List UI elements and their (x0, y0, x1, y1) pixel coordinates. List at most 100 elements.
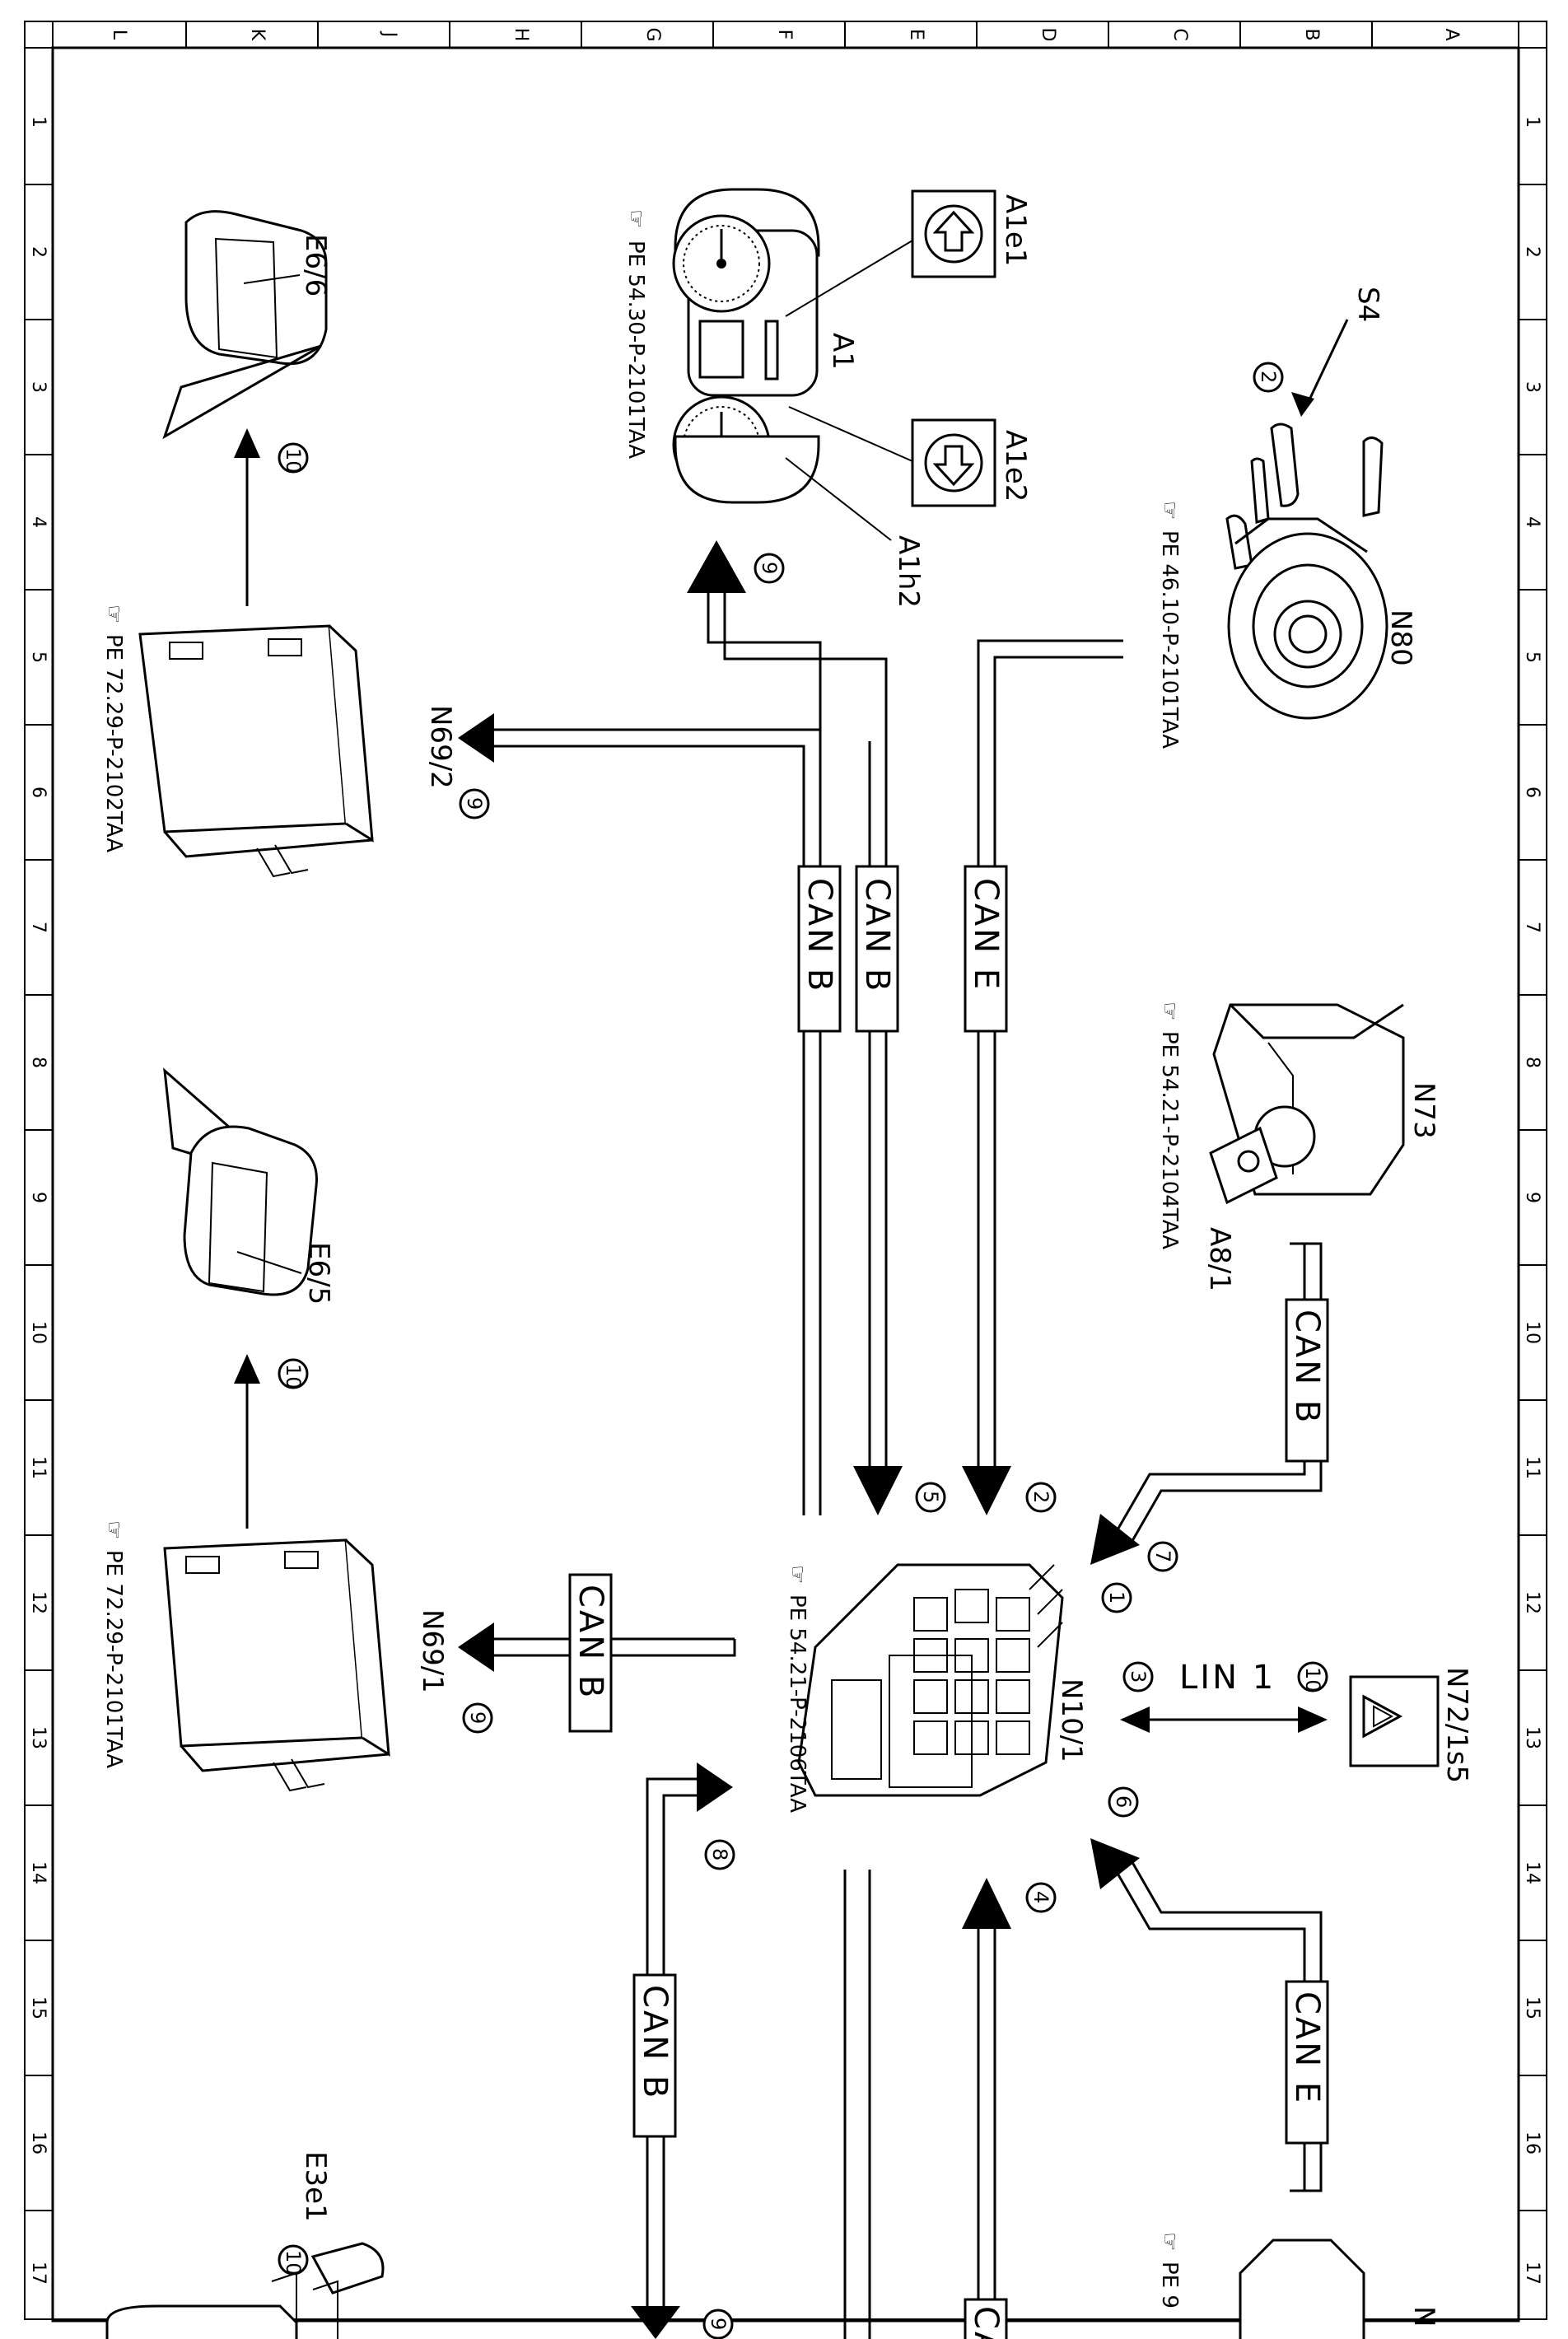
row-16-left: 16 (28, 2131, 49, 2155)
row-11-left: 11 (28, 1456, 49, 1479)
row-14-left: 14 (28, 1861, 49, 1884)
step-9-marker-a: 9 (754, 553, 785, 584)
col-F: F (774, 30, 795, 40)
row-5-left: 5 (28, 651, 49, 663)
n80-label: N80 (1384, 609, 1417, 666)
svg-text:CAN E: CAN E (967, 878, 1005, 992)
a8-1-label: A8/1 (1203, 1227, 1236, 1291)
e6-6-label: E6/6 (299, 234, 332, 296)
svg-text:8: 8 (708, 1848, 731, 1860)
e6-5-label: E6/5 (302, 1242, 335, 1305)
a1-label: A1 (826, 333, 859, 370)
step-3-marker: 3 (1122, 1661, 1154, 1692)
svg-text:2: 2 (1257, 371, 1280, 383)
svg-text:3: 3 (1127, 1670, 1150, 1683)
col-G: G (642, 27, 663, 41)
a1e1-label: A1e1 (999, 194, 1032, 266)
n10-1-ref-text: PE 54.21-P-2106TAA (785, 1594, 810, 1813)
step-10-marker-d: 10 (282, 2250, 305, 2276)
row-1-left: 1 (28, 116, 49, 128)
a1-instrument-cluster: A1 (672, 188, 859, 504)
step-10-marker-c: 10 (1297, 1661, 1328, 1692)
n80-ref-text: PE 46.10-P-2101TAA (1157, 530, 1182, 749)
partial-component-bottom-right: ☞ PE 9 N (1157, 2232, 1440, 2339)
a1e2-label: A1e2 (999, 430, 1032, 502)
row-5-right: 5 (1522, 651, 1542, 663)
n72-1s5-label: N72/1s5 (1440, 1667, 1473, 1783)
can-b-line-down: CAN B (631, 1762, 733, 2339)
svg-text:9: 9 (463, 797, 486, 810)
row-numbers-left: 1 2 3 4 5 6 7 8 9 10 11 12 13 14 15 16 1… (28, 116, 49, 2285)
n69-2-ref-text: PE 72.29-P-2102TAA (101, 634, 126, 852)
row-9-left: 9 (28, 1192, 49, 1203)
col-A: A (1441, 28, 1462, 40)
bus-label-can-b-2: CAN B (855, 865, 899, 1033)
can-b-line-to-n10 (853, 741, 903, 1515)
e6-5-mirror: E6/5 (163, 1067, 335, 1305)
can-b-line-to-n69-2 (458, 713, 822, 1515)
svg-text:9: 9 (707, 2318, 730, 2330)
row-17-right: 17 (1522, 2262, 1542, 2285)
n80-steering-column-module: N80 (1225, 423, 1417, 720)
step-4-marker: 4 (1025, 1882, 1057, 1913)
a1h2-label: A1h2 (892, 535, 925, 608)
row-8-left: 8 (28, 1057, 49, 1068)
svg-text:10: 10 (282, 448, 305, 474)
a1-ref-icon: ☞ (623, 209, 648, 228)
bus-label-can-e-1: CAN E (964, 865, 1008, 1033)
svg-text:CA: CA (967, 2306, 1005, 2339)
e3e1-lamp: E3e1 10 (105, 2151, 385, 2339)
step-5-marker: 5 (915, 1482, 946, 1513)
svg-text:10: 10 (1301, 1667, 1324, 1692)
lin1-label: LIN 1 (1179, 1659, 1276, 1697)
step-6-marker: 6 (1108, 1786, 1139, 1818)
n69-2-ref-icon: ☞ (101, 605, 126, 623)
col-H: H (511, 28, 531, 42)
svg-text:9: 9 (466, 1711, 489, 1724)
s4-label: S4 (1351, 287, 1384, 322)
step-10-marker-b: 10 (234, 1354, 309, 1529)
svg-text:CAN B: CAN B (636, 1985, 674, 2100)
column-dividers (185, 21, 1373, 48)
n80-ref: ☞ PE 46.10-P-2101TAA (1157, 501, 1182, 749)
row-12-left: 12 (28, 1591, 49, 1614)
col-L: L (109, 30, 129, 40)
svg-text:1: 1 (1105, 1591, 1128, 1604)
svg-text:10: 10 (282, 1364, 305, 1389)
svg-text:CAN E: CAN E (1288, 1991, 1326, 2105)
n72-1s5-hazard-switch: N72/1s5 (1349, 1667, 1473, 1783)
col-J: J (379, 30, 399, 38)
n69-1-ref-icon: ☞ (101, 1520, 126, 1539)
can-line-from-bottom: CA (962, 1878, 1011, 2339)
row-9-right: 9 (1522, 1192, 1542, 1203)
n10-1-label: N10/1 (1055, 1678, 1088, 1762)
row-10-left: 10 (28, 1321, 49, 1344)
n69-1-label: N69/1 (416, 1609, 449, 1693)
col-B: B (1301, 28, 1322, 40)
step-9-marker-c: 9 (462, 1702, 493, 1734)
bottom-double-line (843, 1870, 871, 2339)
step-7-marker: 7 (1147, 1541, 1178, 1572)
row-13-right: 13 (1522, 1726, 1542, 1749)
row-4-right: 4 (1522, 516, 1542, 528)
partial-ref-text: PE 9 (1157, 2262, 1182, 2309)
can-e-line-lower: CAN E (1090, 1838, 1329, 2192)
row-2-right: 2 (1522, 246, 1542, 258)
column-letters: L K J H G F E D C B A (109, 27, 1462, 41)
svg-text:5: 5 (919, 1491, 942, 1503)
partial-ref-icon: ☞ (1157, 2232, 1182, 2251)
a1h2-label-group: A1h2 (785, 457, 925, 608)
n69-2-door-module: N69/2 (138, 624, 457, 878)
svg-text:2: 2 (1029, 1491, 1052, 1503)
col-D: D (1038, 28, 1058, 42)
n73-ignition-switch: N73 A8/1 (1203, 1003, 1440, 1291)
svg-text:CAN B: CAN B (1288, 1310, 1326, 1425)
a1e1-up-button: A1e1 (785, 189, 1032, 317)
row-12-right: 12 (1522, 1591, 1542, 1614)
frame (24, 21, 1547, 2323)
n10-1-ref-icon: ☞ (785, 1565, 810, 1584)
lin1-line: LIN 1 (1120, 1659, 1328, 1733)
row-15-right: 15 (1522, 1996, 1542, 2019)
svg-text:7: 7 (1151, 1550, 1174, 1562)
